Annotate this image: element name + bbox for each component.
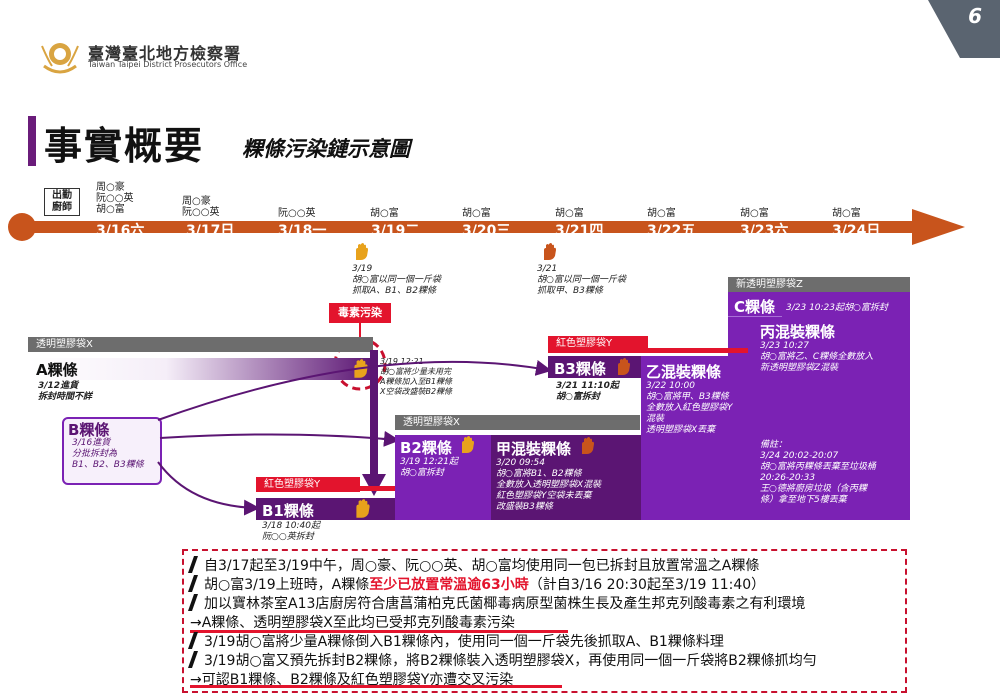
arrow-icon — [362, 350, 386, 496]
jia-title: 甲混裝粿條 — [496, 440, 572, 458]
date-0320: 3/20三 — [462, 223, 511, 239]
date-0318: 3/18一 — [278, 223, 327, 239]
slash-icon — [188, 651, 198, 668]
slash-icon — [188, 556, 198, 573]
staff-0318: 阮○○英 — [278, 208, 316, 219]
date-0322: 3/22五 — [647, 223, 696, 239]
red-bag-y-band — [548, 348, 748, 353]
staff-0323: 胡○富 — [740, 208, 769, 219]
yi-title: 乙混裝粿條 — [646, 363, 722, 381]
date-0324: 3/24日 — [832, 223, 881, 239]
summary-line-4: →A粿條、透明塑膠袋X至此均已受邦克列酸毒素污染 — [190, 615, 515, 631]
hand-icon — [582, 437, 594, 454]
page-subtitle: 粿條污染鏈示意圖 — [242, 137, 410, 161]
hand-icon — [544, 243, 556, 260]
a-note: 3/12進貨 拆封時間不詳 — [38, 381, 93, 402]
page-corner-tab — [928, 0, 1000, 58]
summary-line-3: 加以寶林茶室A13店廚房符合唐菖蒲柏克氏菌椰毒病原型菌株生長及產生邦克列酸毒素之… — [204, 596, 806, 612]
bag-x-bar — [28, 337, 373, 352]
date-0316: 3/16六 — [96, 223, 145, 239]
org-name-zh: 臺灣臺北地方檢察署 — [88, 44, 242, 63]
b2-note: 3/19 12:21起 胡○富拆封 — [400, 457, 459, 478]
bag-y-bar — [256, 477, 360, 492]
bing-note: 3/23 10:27 胡○富將乙、C粿條全數放入 新透明塑膠袋Z混裝 — [760, 341, 874, 373]
bag-y-label: 紅色塑膠袋Y — [264, 479, 321, 490]
staff-0324: 胡○富 — [832, 208, 861, 219]
a-title: A粿條 — [36, 361, 78, 379]
bag-y2-label: 紅色塑膠袋Y — [556, 338, 613, 349]
staff-0317: 周○豪 阮○○英 — [182, 196, 220, 218]
c-note: 3/23 10:23起胡○富拆封 — [786, 303, 888, 313]
yi-block — [641, 356, 749, 520]
event-0319-note: 3/19 胡○富以同一個一斤袋 抓取A、B1、B2粿條 — [352, 264, 441, 296]
bing-title: 丙混裝粿條 — [760, 323, 836, 341]
hand-icon — [462, 436, 474, 453]
yi-note: 3/22 10:00 胡○富將甲、B3粿條 全數放入紅色塑膠袋Y 混裝 透明塑膠… — [646, 381, 733, 435]
b2-block — [395, 435, 491, 520]
b-title: B粿條 — [68, 421, 110, 439]
date-0317: 3/17日 — [186, 223, 235, 239]
bag-z-label: 新透明塑膠袋Z — [736, 279, 803, 290]
staff-0319: 胡○富 — [370, 208, 399, 219]
slash-icon — [188, 594, 198, 611]
underline-red — [190, 685, 562, 688]
c-title: C粿條 — [734, 298, 776, 316]
slash-icon — [188, 575, 198, 592]
bag-y2-bar — [548, 336, 648, 351]
hand-icon — [356, 499, 370, 518]
bag-x2-label: 透明塑膠袋X — [403, 417, 460, 428]
bag-z-bar — [728, 277, 910, 292]
staff-0316: 周○豪 阮○○英 胡○富 — [96, 182, 134, 215]
timeline-arrow — [8, 209, 965, 245]
staff-0320: 胡○富 — [462, 208, 491, 219]
summary-line-6: 3/19胡○富又預先拆封B2粿條，將B2粿條裝入透明塑膠袋X，再使用同一個一斤袋… — [204, 653, 817, 669]
staff-0321: 胡○富 — [555, 208, 584, 219]
staff-0322: 胡○富 — [647, 208, 676, 219]
remark-note: 備註： 3/24 20:02-20:07 胡○富將丙粿條丟棄至垃圾桶 20:26… — [760, 440, 876, 505]
b1-title: B1粿條 — [262, 502, 314, 520]
summary-box — [182, 549, 907, 693]
hand-icon — [618, 358, 630, 375]
bag-x-label: 透明塑膠袋X — [36, 339, 93, 350]
b1-note: 3/18 10:40起 阮○○英拆封 — [262, 521, 321, 542]
jia-block — [491, 435, 641, 520]
b-note: 3/16進貨 分批拆封為 B1、B2、B3粿條 — [72, 438, 144, 470]
summary-highlight: 至少已放置常溫逾63小時 — [369, 577, 529, 593]
b-node — [62, 417, 162, 485]
page-number: 6 — [968, 4, 982, 28]
a-bar — [28, 358, 373, 380]
slash-icon — [188, 632, 198, 649]
underline-red — [190, 630, 568, 633]
logo-emblem-icon — [41, 43, 79, 74]
jia-note: 3/20 09:54 胡○富將B1、B2粿條 全數放入透明塑膠袋X混裝 紅色塑膠… — [496, 458, 602, 512]
summary-line-7: →可認B1粿條、B2粿條及紅色塑膠袋Y亦遭交叉污染 — [190, 672, 514, 688]
page-title: 事實概要 — [44, 124, 205, 168]
toxin-tag: 毒素污染 — [329, 303, 391, 323]
summary-line-5: 3/19胡○富將少量A粿條倒入B1粿條內，使用同一個一斤袋先後抓取A、B1粿條料… — [204, 634, 724, 650]
summary-line-2: 胡○富3/19上班時，A粿條至少已放置常溫逾63小時（計自3/16 20:30起… — [204, 577, 766, 593]
bag-x2-bar — [395, 415, 640, 430]
date-0323: 3/23六 — [740, 223, 789, 239]
event-0321-note: 3/21 胡○富以同一個一斤袋 抓取甲、B3粿條 — [537, 264, 626, 296]
contamination-note: 3/19 12:21 胡○富將少量未用完 A粿條加入至B1粿條 X空袋改盛裝B2… — [380, 357, 453, 396]
date-0319: 3/19二 — [371, 223, 420, 239]
b2-title: B2粿條 — [400, 439, 452, 457]
b3-note: 3/21 11:10起 胡○富拆封 — [556, 381, 619, 402]
title-accent-bar — [28, 116, 36, 166]
c-block — [728, 292, 910, 520]
org-name-en: Taiwan Taipei District Prosecutors Offic… — [88, 60, 248, 69]
hand-icon — [356, 243, 368, 260]
date-0321: 3/21四 — [555, 223, 604, 239]
b3-title: B3粿條 — [554, 360, 606, 378]
summary-line-1: 自3/17起至3/19中午，周○豪、阮○○英、胡○富均使用同一包已拆封且放置常溫… — [204, 558, 760, 574]
staff-row-header: 出勤 廚師 — [44, 188, 80, 216]
